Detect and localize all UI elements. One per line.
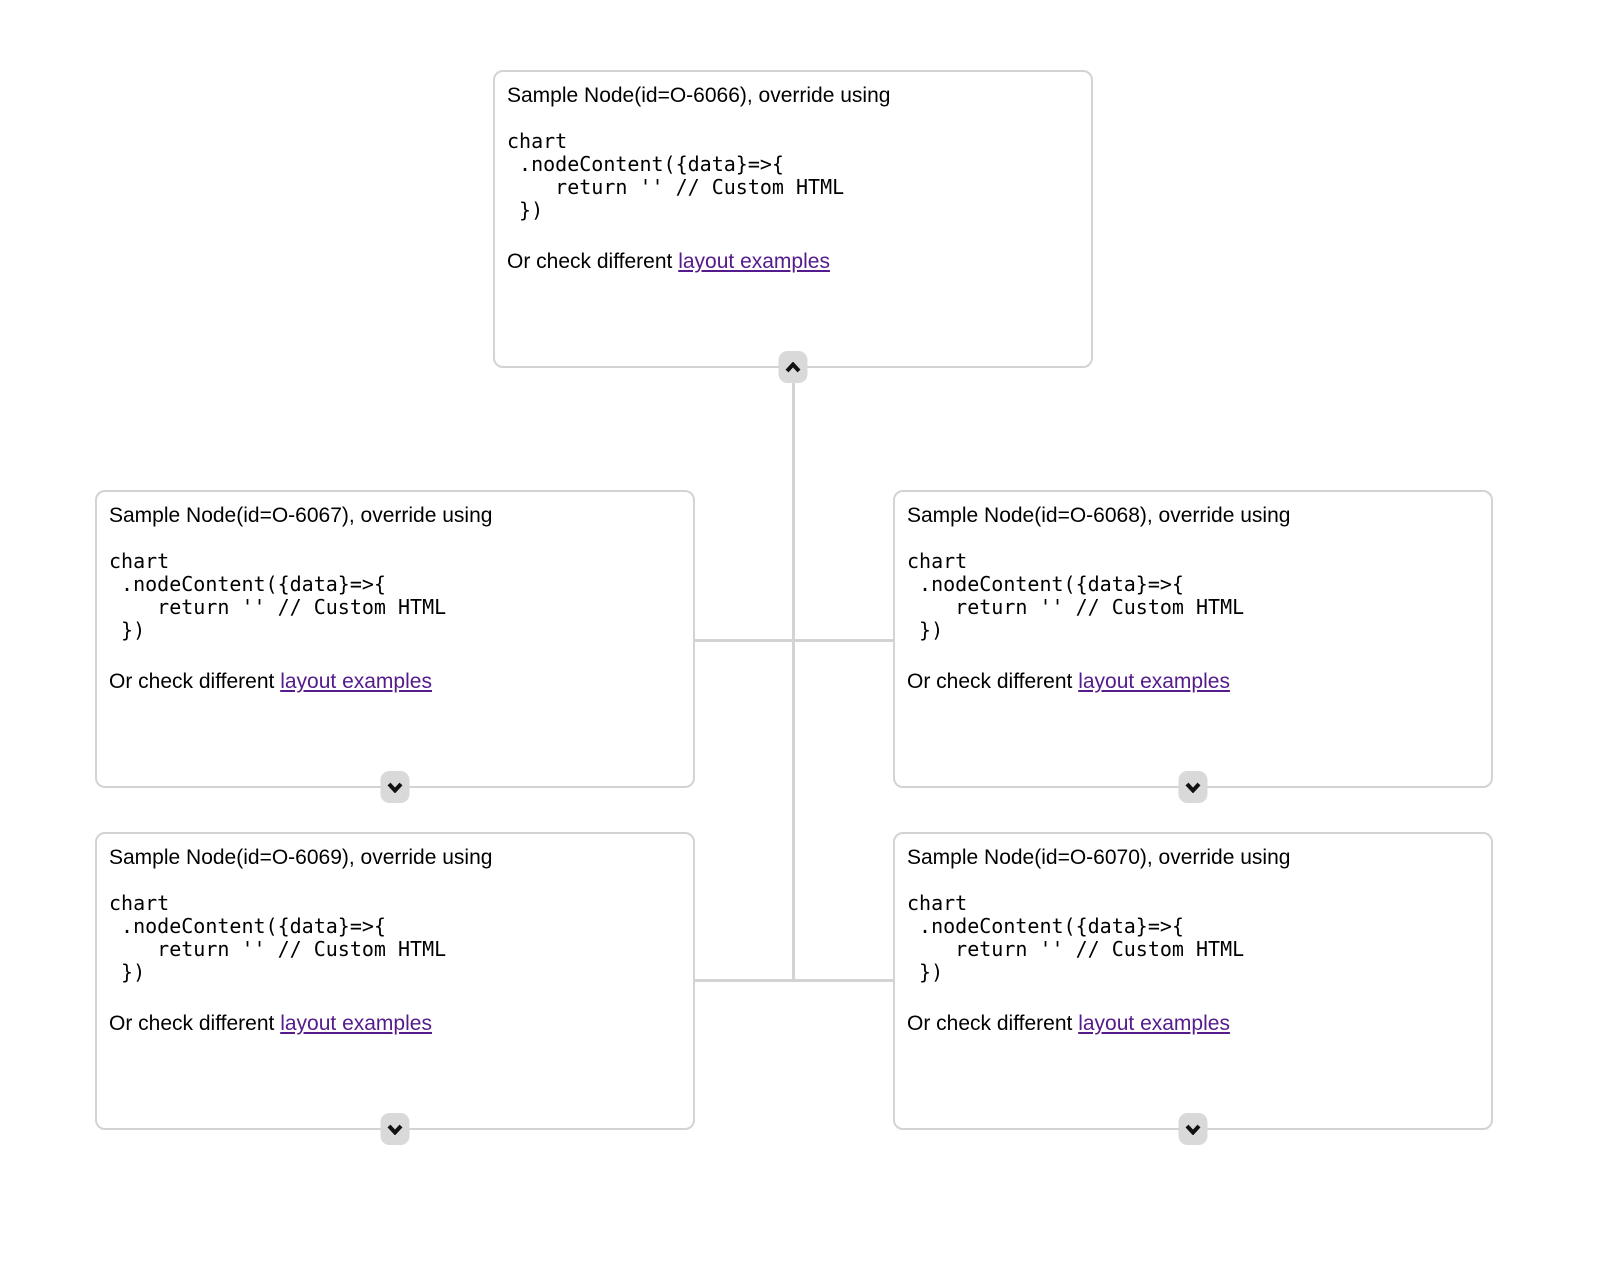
connector-branch-middle-row	[694, 639, 894, 642]
footer-text: Or check different	[109, 670, 281, 693]
footer-text: Or check different	[907, 1012, 1079, 1035]
node-footer: Or check different layout examples	[907, 669, 1479, 695]
node-title: Sample Node(id=O-6066), override using	[507, 84, 891, 107]
node-title: Sample Node(id=O-6067), override using	[109, 504, 493, 527]
chevron-down-icon	[1185, 782, 1202, 793]
layout-examples-link[interactable]: layout examples	[1078, 670, 1230, 693]
org-node-O-6067[interactable]: Sample Node(id=O-6067), override using c…	[95, 490, 695, 803]
node-code-snippet: chart .nodeContent({data}=>{ return '' /…	[109, 891, 447, 984]
node-footer: Or check different layout examples	[109, 669, 681, 695]
expand-button[interactable]	[380, 771, 410, 803]
node-title: Sample Node(id=O-6069), override using	[109, 846, 493, 869]
node-footer: Or check different layout examples	[907, 1011, 1479, 1037]
org-node-O-6070[interactable]: Sample Node(id=O-6070), override using c…	[893, 832, 1493, 1145]
node-footer: Or check different layout examples	[109, 1011, 681, 1037]
chevron-down-icon	[387, 1124, 404, 1135]
chevron-down-icon	[1185, 1124, 1202, 1135]
layout-examples-link[interactable]: layout examples	[1078, 1012, 1230, 1035]
chevron-down-icon	[387, 782, 404, 793]
org-node-O-6066[interactable]: Sample Node(id=O-6066), override using c…	[493, 70, 1093, 383]
layout-examples-link[interactable]: layout examples	[280, 670, 432, 693]
layout-examples-link[interactable]: layout examples	[678, 250, 830, 273]
node-title: Sample Node(id=O-6068), override using	[907, 504, 1291, 527]
layout-examples-link[interactable]: layout examples	[280, 1012, 432, 1035]
node-footer: Or check different layout examples	[507, 249, 1079, 275]
node-code-snippet: chart .nodeContent({data}=>{ return '' /…	[907, 891, 1245, 984]
footer-text: Or check different	[507, 250, 679, 273]
footer-text: Or check different	[907, 670, 1079, 693]
expand-button[interactable]	[1178, 771, 1208, 803]
footer-text: Or check different	[109, 1012, 281, 1035]
node-title: Sample Node(id=O-6070), override using	[907, 846, 1291, 869]
expand-button[interactable]	[1178, 1113, 1208, 1145]
node-code-snippet: chart .nodeContent({data}=>{ return '' /…	[507, 129, 845, 222]
connector-trunk	[792, 380, 795, 981]
collapse-button[interactable]	[778, 351, 808, 383]
connector-branch-bottom-row	[694, 979, 894, 982]
chevron-up-icon	[785, 361, 802, 373]
org-node-O-6068[interactable]: Sample Node(id=O-6068), override using c…	[893, 490, 1493, 803]
node-code-snippet: chart .nodeContent({data}=>{ return '' /…	[109, 549, 447, 642]
node-code-snippet: chart .nodeContent({data}=>{ return '' /…	[907, 549, 1245, 642]
expand-button[interactable]	[380, 1113, 410, 1145]
org-node-O-6069[interactable]: Sample Node(id=O-6069), override using c…	[95, 832, 695, 1145]
